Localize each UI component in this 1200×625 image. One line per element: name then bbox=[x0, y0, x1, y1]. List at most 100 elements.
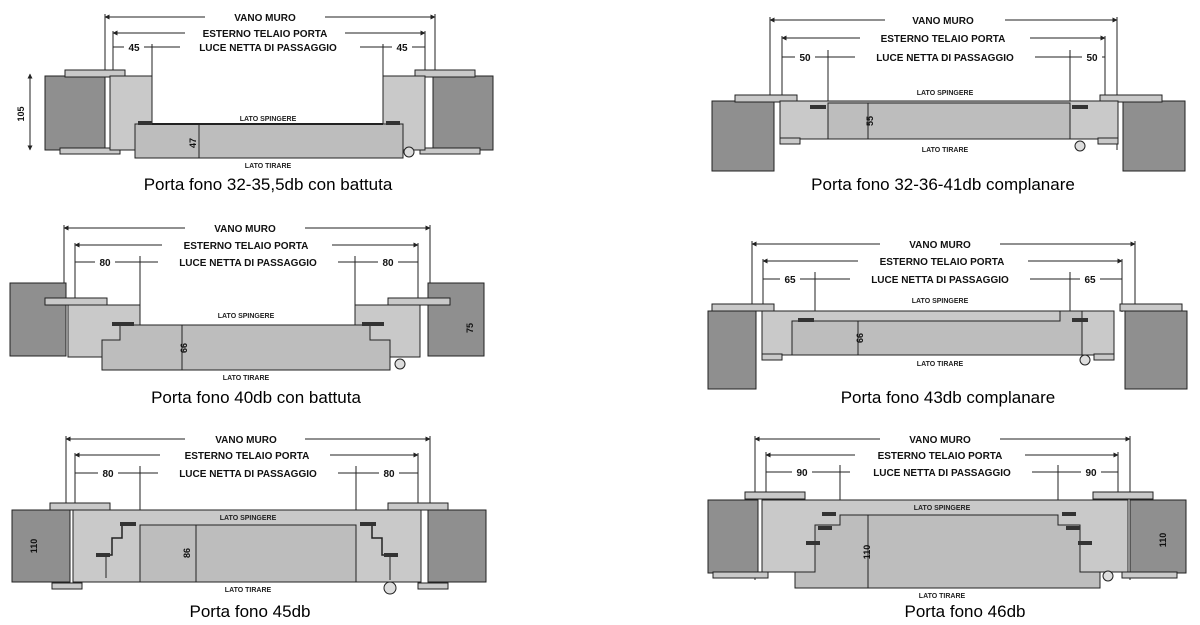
hinge-right bbox=[1072, 105, 1088, 109]
esterno-telaio-label: ESTERNO TELAIO PORTA bbox=[185, 451, 310, 462]
trim-top-right bbox=[1092, 491, 1154, 500]
trim-top-right bbox=[1119, 303, 1183, 312]
trim-bottom-left bbox=[51, 582, 83, 590]
side-dim-right: 80 bbox=[382, 258, 394, 269]
vano-muro-label: VANO MURO bbox=[214, 224, 276, 235]
side-dim-right: 50 bbox=[1086, 53, 1098, 64]
hinge-left bbox=[798, 318, 814, 322]
hinge-right bbox=[362, 322, 384, 326]
wall-left bbox=[711, 100, 775, 172]
hinge-left bbox=[120, 522, 136, 526]
wall-right bbox=[432, 75, 494, 151]
lato-tirare-label: LATO TIRARE bbox=[225, 587, 272, 594]
handle-knob bbox=[1079, 354, 1091, 366]
luce-netta-label: LUCE NETTA DI PASSAGGIO bbox=[179, 469, 317, 480]
caption: Porta fono 32-36-41db complanare bbox=[811, 175, 1075, 194]
door-thickness-dim: 47 bbox=[188, 138, 198, 148]
section-panel-4: VANO MURO ESTERNO TELAIO PORTA LUCE NETT… bbox=[707, 237, 1188, 407]
wall-right bbox=[1122, 100, 1186, 172]
wall-right bbox=[427, 509, 487, 583]
door-leaf bbox=[134, 123, 404, 159]
hinge-left bbox=[138, 121, 152, 125]
luce-netta-label: LUCE NETTA DI PASSAGGIO bbox=[876, 53, 1014, 64]
lato-spingere-label: LATO SPINGERE bbox=[917, 90, 974, 97]
vano-muro-label: VANO MURO bbox=[909, 240, 971, 251]
luce-netta-label: LUCE NETTA DI PASSAGGIO bbox=[871, 275, 1009, 286]
wall-depth-dim: 105 bbox=[16, 106, 26, 121]
hinge-left bbox=[810, 105, 826, 109]
section-panel-2: VANO MURO ESTERNO TELAIO PORTA LUCE NETT… bbox=[711, 13, 1186, 194]
side-dim-left: 50 bbox=[799, 53, 811, 64]
wall-right bbox=[1129, 499, 1187, 574]
lato-spingere-label: LATO SPINGERE bbox=[914, 505, 971, 512]
lato-spingere-label: LATO SPINGERE bbox=[220, 515, 277, 522]
door-thickness-dim: 66 bbox=[855, 333, 865, 343]
hinge-left bbox=[112, 322, 134, 326]
hinge-right bbox=[1072, 318, 1088, 322]
wall-depth-dim: 110 bbox=[1158, 533, 1168, 548]
caption: Porta fono 43db complanare bbox=[841, 388, 1056, 407]
door-leaf bbox=[791, 310, 1083, 356]
wall-depth-dim: 75 bbox=[465, 323, 475, 333]
trim-bottom-right bbox=[417, 582, 449, 590]
wall-left bbox=[44, 75, 106, 151]
side-dim-left: 90 bbox=[796, 468, 808, 479]
door-leaf bbox=[794, 514, 1101, 589]
wall-right bbox=[1124, 310, 1188, 390]
wall-left bbox=[9, 282, 67, 357]
section-panel-1: VANO MURO ESTERNO TELAIO PORTA LUCE NETT… bbox=[16, 10, 494, 194]
handle-knob bbox=[1102, 570, 1114, 582]
trim-top-right bbox=[414, 69, 476, 78]
hinge-left bbox=[822, 512, 836, 516]
trim-bottom-left bbox=[59, 147, 121, 155]
side-dim-right: 65 bbox=[1084, 275, 1096, 286]
section-panel-3: VANO MURO ESTERNO TELAIO PORTA LUCE NETT… bbox=[9, 221, 485, 407]
trim-top-left bbox=[49, 502, 111, 511]
wall-left bbox=[707, 310, 757, 390]
lato-spingere-label: LATO SPINGERE bbox=[912, 298, 969, 305]
lato-tirare-label: LATO TIRARE bbox=[223, 375, 270, 382]
side-dim-right: 90 bbox=[1085, 468, 1097, 479]
section-panel-5: VANO MURO ESTERNO TELAIO PORTA LUCE NETT… bbox=[11, 432, 487, 621]
esterno-telaio-label: ESTERNO TELAIO PORTA bbox=[880, 257, 1005, 268]
trim-top-left bbox=[744, 491, 806, 500]
hinge-right bbox=[386, 121, 400, 125]
hinge-right bbox=[360, 522, 376, 526]
trim-top-right bbox=[387, 297, 451, 306]
vano-muro-label: VANO MURO bbox=[909, 435, 971, 446]
luce-netta-label: LUCE NETTA DI PASSAGGIO bbox=[873, 468, 1011, 479]
trim-bottom-right bbox=[1121, 571, 1178, 579]
lato-spingere-label: LATO SPINGERE bbox=[240, 116, 297, 123]
handle-knob bbox=[1074, 140, 1086, 152]
door-thickness-dim: 55 bbox=[865, 116, 875, 126]
side-dim-left: 45 bbox=[128, 43, 140, 54]
side-dim-left: 80 bbox=[99, 258, 111, 269]
wall-left bbox=[707, 499, 759, 574]
handle-knob bbox=[394, 358, 406, 370]
trim-bottom-left bbox=[712, 571, 769, 579]
door-thickness-dim: 86 bbox=[182, 548, 192, 558]
trim-bottom-right bbox=[419, 147, 481, 155]
caption: Porta fono 45db bbox=[190, 602, 311, 621]
trim-top-left bbox=[711, 303, 775, 312]
luce-netta-label: LUCE NETTA DI PASSAGGIO bbox=[199, 43, 337, 54]
trim-top-right bbox=[1099, 94, 1163, 103]
door-leaf bbox=[139, 524, 357, 583]
caption: Porta fono 32-35,5db con battuta bbox=[144, 175, 393, 194]
vano-muro-label: VANO MURO bbox=[912, 16, 974, 27]
esterno-telaio-label: ESTERNO TELAIO PORTA bbox=[184, 241, 309, 252]
lato-spingere-label: LATO SPINGERE bbox=[218, 313, 275, 320]
trim-top-right bbox=[387, 502, 449, 511]
handle-knob bbox=[383, 581, 397, 595]
vano-muro-label: VANO MURO bbox=[234, 13, 296, 24]
trim-top-left bbox=[734, 94, 798, 103]
side-dim-left: 80 bbox=[102, 469, 114, 480]
door-thickness-dim: 66 bbox=[179, 343, 189, 353]
caption: Porta fono 46db bbox=[905, 602, 1026, 621]
wall-left bbox=[11, 509, 71, 583]
luce-netta-label: LUCE NETTA DI PASSAGGIO bbox=[179, 258, 317, 269]
section-panel-6: VANO MURO ESTERNO TELAIO PORTA LUCE NETT… bbox=[707, 432, 1187, 621]
side-dim-left: 65 bbox=[784, 275, 796, 286]
esterno-telaio-label: ESTERNO TELAIO PORTA bbox=[203, 29, 328, 40]
